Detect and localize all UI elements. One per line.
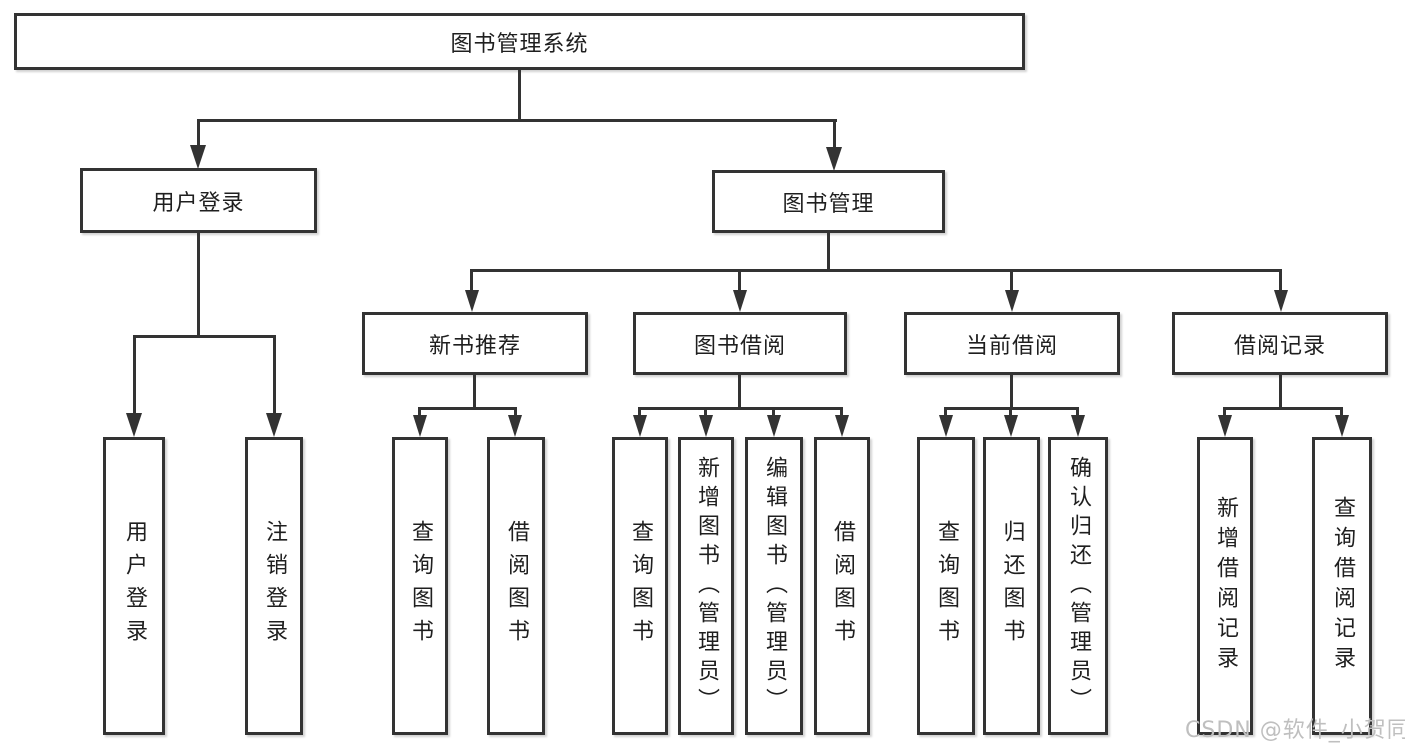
- arrow-down-icon: [508, 415, 522, 437]
- connector-vline: [133, 335, 136, 415]
- arrow-down-icon: [633, 415, 647, 437]
- connector-vline: [197, 233, 200, 337]
- csdn-watermark: CSDN @软件_小贺同学: [1185, 718, 1405, 743]
- connector-vline: [944, 407, 947, 419]
- leaf-borrow-books-borrowing: 借阅图书: [814, 437, 870, 735]
- connector-hline: [1224, 407, 1343, 410]
- connector-hline: [639, 407, 843, 410]
- node-book-management: 图书管理: [712, 170, 945, 233]
- node-library-management-system: 图书管理系统: [14, 13, 1025, 70]
- connector-hline: [945, 407, 1079, 410]
- connector-vline: [197, 119, 200, 149]
- connector-vline: [833, 119, 836, 149]
- connector-vline: [473, 375, 476, 409]
- connector-hline: [133, 335, 276, 338]
- arrow-down-icon: [1005, 290, 1019, 312]
- arrow-down-icon: [939, 415, 953, 437]
- connector-vline: [827, 233, 830, 271]
- leaf-borrow-books-recommend: 借阅图书: [487, 437, 545, 735]
- connector-vline: [1010, 269, 1013, 293]
- node-label: 图书管理: [782, 191, 875, 217]
- connector-hline: [197, 119, 837, 122]
- connector-vline: [1340, 407, 1343, 419]
- connector-vline: [738, 269, 741, 293]
- arrow-down-icon: [126, 413, 142, 437]
- leaf-label: 查询图书: [408, 520, 433, 652]
- leaf-label: 查询借阅记录: [1330, 496, 1355, 676]
- leaf-query-books-recommend: 查询图书: [392, 437, 448, 735]
- arrow-down-icon: [699, 415, 713, 437]
- node-current-borrowing: 当前借阅: [904, 312, 1120, 375]
- leaf-add-book-admin: 新增图书（管理员）: [678, 437, 734, 735]
- leaf-label: 借阅图书: [830, 520, 855, 652]
- connector-vline: [470, 269, 473, 293]
- arrow-down-icon: [190, 145, 206, 169]
- connector-vline: [704, 407, 707, 419]
- connector-vline: [738, 375, 741, 409]
- node-label: 用户登录: [152, 190, 245, 216]
- leaf-label: 借阅图书: [504, 520, 529, 652]
- connector-vline: [638, 407, 641, 419]
- arrow-down-icon: [835, 415, 849, 437]
- leaf-label: 新增借阅记录: [1213, 496, 1238, 676]
- leaf-query-borrow-record: 查询借阅记录: [1312, 437, 1372, 735]
- leaf-label: 用户登录: [122, 520, 147, 652]
- leaf-query-books-borrowing: 查询图书: [612, 437, 668, 735]
- node-user-login: 用户登录: [80, 168, 317, 233]
- node-label: 借阅记录: [1233, 333, 1326, 359]
- leaf-label: 查询图书: [934, 520, 959, 652]
- arrow-down-icon: [465, 290, 479, 312]
- leaf-label: 新增图书（管理员）: [694, 455, 719, 717]
- leaf-label: 确认归还（管理员）: [1066, 455, 1091, 717]
- node-label: 当前借阅: [965, 333, 1058, 359]
- leaf-edit-book-admin: 编辑图书（管理员）: [745, 437, 803, 735]
- arrow-down-icon: [1274, 290, 1288, 312]
- node-label: 图书管理系统: [450, 31, 589, 57]
- leaf-add-borrow-record: 新增借阅记录: [1197, 437, 1253, 735]
- arrow-down-icon: [1218, 415, 1232, 437]
- arrow-down-icon: [767, 415, 781, 437]
- connector-vline: [1076, 407, 1079, 419]
- leaf-confirm-return-admin: 确认归还（管理员）: [1048, 437, 1108, 735]
- connector-vline: [1010, 375, 1013, 409]
- arrow-down-icon: [733, 290, 747, 312]
- node-borrowing-records: 借阅记录: [1172, 312, 1388, 375]
- leaf-label: 查询图书: [628, 520, 653, 652]
- node-label: 图书借阅: [693, 333, 786, 359]
- arrow-down-icon: [1004, 415, 1018, 437]
- connector-vline: [1279, 375, 1282, 409]
- connector-hline: [470, 269, 1282, 272]
- connector-vline: [840, 407, 843, 419]
- leaf-label: 编辑图书（管理员）: [762, 455, 787, 717]
- connector-vline: [514, 407, 517, 419]
- arrow-down-icon: [1335, 415, 1349, 437]
- connector-vline: [1223, 407, 1226, 419]
- arrow-down-icon: [266, 413, 282, 437]
- node-label: 新书推荐: [428, 333, 521, 359]
- leaf-logout: 注销登录: [245, 437, 303, 735]
- node-book-borrowing: 图书借阅: [633, 312, 847, 375]
- connector-vline: [273, 335, 276, 415]
- arrow-down-icon: [413, 415, 427, 437]
- leaf-user-login: 用户登录: [103, 437, 165, 735]
- leaf-label: 归还图书: [999, 520, 1025, 652]
- connector-hline: [419, 407, 517, 410]
- connector-vline: [1279, 269, 1282, 293]
- connector-vline: [518, 68, 521, 122]
- connector-vline: [418, 407, 421, 419]
- leaf-label: 注销登录: [262, 520, 287, 652]
- node-new-book-recommendation: 新书推荐: [362, 312, 588, 375]
- arrow-down-icon: [1071, 415, 1085, 437]
- arrow-down-icon: [826, 147, 842, 171]
- leaf-query-books-current: 查询图书: [917, 437, 975, 735]
- connector-vline: [772, 407, 775, 419]
- connector-vline: [1009, 407, 1012, 419]
- leaf-return-books: 归还图书: [983, 437, 1040, 735]
